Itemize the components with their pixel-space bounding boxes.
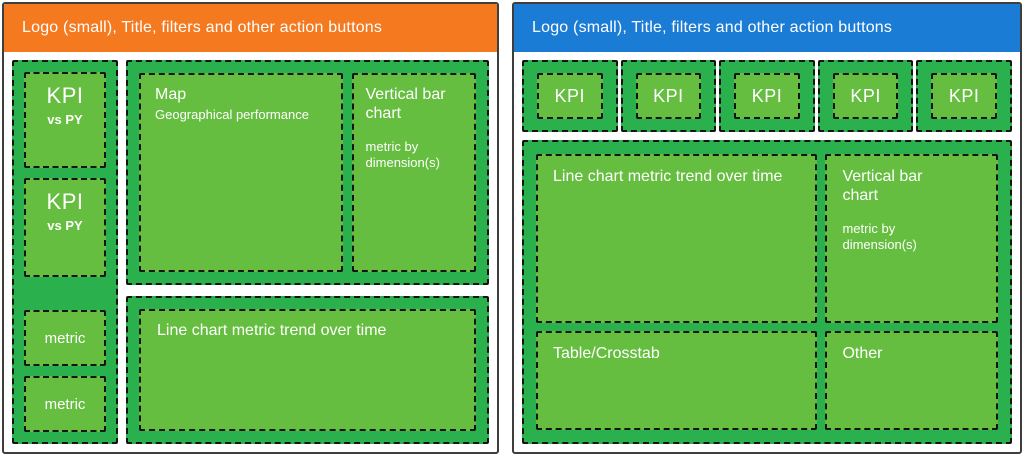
right-main-container: Line chart metric trend over time Vertic… (522, 140, 1012, 444)
dashboard-wireframe-left: Logo (small), Title, filters and other a… (2, 2, 499, 454)
kpi-card-wrapper: KPI (620, 60, 717, 132)
kpi-card-wrapper: KPI (817, 60, 914, 132)
kpi-subtitle: vs PY (47, 218, 83, 233)
kpi-column-spacer (24, 277, 106, 310)
left-panel-body: KPI vs PY KPI vs PY metric metric Map Ge… (4, 52, 497, 452)
table-crosstab-title: Table/Crosstab (553, 344, 660, 362)
line-chart-placeholder: Line chart metric trend over time (139, 309, 476, 431)
kpi-card-wrapper: KPI (916, 60, 1012, 132)
table-crosstab-placeholder: Table/Crosstab (536, 330, 818, 430)
bar-chart-subtitle: metric by dimension(s) (842, 221, 917, 252)
line-chart-title: Line chart metric trend over time (553, 168, 783, 185)
kpi-card: KPI (635, 73, 702, 119)
line-chart-placeholder: Line chart metric trend over time (536, 154, 818, 323)
line-chart-container: Line chart metric trend over time (126, 296, 489, 444)
left-header-bar: Logo (small), Title, filters and other a… (4, 4, 497, 52)
vertical-bar-chart-placeholder: Vertical bar chart metric by dimension(s… (825, 154, 998, 323)
right-header-title: Logo (small), Title, filters and other a… (532, 19, 893, 36)
bar-chart-subtitle: metric by dimension(s) (365, 139, 440, 170)
kpi-subtitle: vs PY (47, 112, 83, 127)
kpi-card-wrapper: KPI (522, 60, 618, 132)
kpi-card: KPI vs PY (24, 178, 106, 277)
map-placeholder: Map Geographical performance (139, 73, 343, 272)
other-title: Other (842, 344, 883, 362)
right-panel-body: KPI KPI KPI KPI KPI Line chart metric tr… (514, 52, 1020, 452)
map-title: Map (155, 86, 187, 103)
metric-card: metric (24, 376, 106, 432)
kpi-card-wrapper: KPI (719, 60, 815, 132)
line-chart-title: Line chart metric trend over time (157, 322, 387, 339)
left-kpi-column: KPI vs PY KPI vs PY metric metric (12, 60, 118, 444)
kpi-card: KPI vs PY (24, 72, 106, 168)
bar-chart-title: Vertical bar chart (365, 86, 446, 122)
kpi-title: KPI (46, 189, 84, 214)
left-main-area: Map Geographical performance Vertical ba… (126, 60, 489, 444)
kpi-card: KPI (931, 73, 997, 119)
other-placeholder: Other (825, 330, 998, 430)
bar-chart-title: Vertical bar chart (842, 168, 923, 204)
right-kpi-row: KPI KPI KPI KPI KPI (522, 60, 1012, 132)
metric-label: metric (44, 395, 86, 413)
dashboard-wireframe-right: Logo (small), Title, filters and other a… (512, 2, 1022, 454)
map-subtitle: Geographical performance (155, 107, 309, 122)
kpi-card: KPI (832, 73, 899, 119)
kpi-card: KPI (537, 73, 603, 119)
map-section-container: Map Geographical performance Vertical ba… (126, 60, 489, 285)
kpi-card: KPI (734, 73, 800, 119)
left-header-title: Logo (small), Title, filters and other a… (22, 19, 383, 36)
vertical-bar-chart-placeholder: Vertical bar chart metric by dimension(s… (351, 73, 476, 272)
kpi-title: KPI (46, 83, 84, 108)
metric-label: metric (44, 329, 86, 347)
right-header-bar: Logo (small), Title, filters and other a… (514, 4, 1020, 52)
metric-card: metric (24, 310, 106, 366)
